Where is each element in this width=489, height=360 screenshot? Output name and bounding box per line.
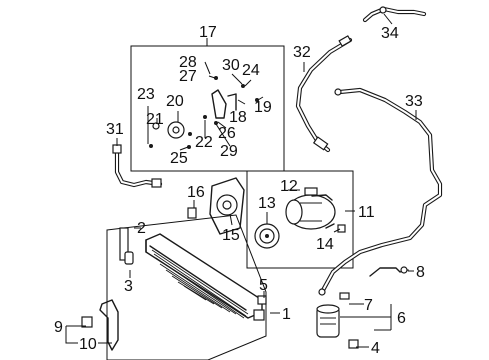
callout-8: 8 <box>416 264 425 281</box>
pipe-31 <box>112 144 163 188</box>
callout-1: 1 <box>282 306 291 323</box>
frame-group-11 <box>246 170 354 269</box>
part-16-clip <box>187 207 197 219</box>
callout-23: 23 <box>137 86 155 103</box>
part-9-10-brackets <box>81 299 119 351</box>
callout-15: 15 <box>222 227 240 244</box>
callout-7: 7 <box>364 297 373 314</box>
callout-31: 31 <box>106 121 124 138</box>
callout-24: 24 <box>242 62 260 79</box>
frame-condenser <box>106 214 267 360</box>
leader-lines <box>65 13 417 348</box>
group-17-parts <box>149 76 259 149</box>
callout-25: 25 <box>170 150 188 167</box>
receiver-drier <box>316 304 340 338</box>
condenser <box>145 233 267 321</box>
callout-11: 11 <box>358 204 375 221</box>
callout-34: 34 <box>381 25 399 42</box>
callout-2: 2 <box>137 220 146 237</box>
pipe-33 <box>318 87 443 296</box>
callout-21: 21 <box>146 111 164 128</box>
part-7-fitting <box>339 292 350 300</box>
clutch-pulley <box>254 223 280 249</box>
callout-3: 3 <box>124 278 133 295</box>
callout-18: 18 <box>229 109 247 126</box>
part-4-plug <box>348 339 359 349</box>
callout-32: 32 <box>293 44 311 61</box>
part-8-bracket <box>369 266 409 277</box>
callout-33: 33 <box>405 93 423 110</box>
callout-12: 12 <box>280 178 298 195</box>
callout-14: 14 <box>316 236 334 253</box>
fan-shroud <box>209 177 245 235</box>
part-2-bracket <box>119 227 129 261</box>
callout-29: 29 <box>220 143 238 160</box>
callout-26: 26 <box>218 125 236 142</box>
callout-17: 17 <box>199 24 217 41</box>
callout-10: 10 <box>79 336 97 353</box>
callout-5: 5 <box>259 277 268 294</box>
callout-19: 19 <box>254 99 272 116</box>
line-34 <box>362 6 427 23</box>
callout-6: 6 <box>397 310 406 327</box>
callout-16: 16 <box>187 184 205 201</box>
callout-30: 30 <box>222 57 240 74</box>
callout-22: 22 <box>195 134 213 151</box>
callout-4: 4 <box>371 340 380 357</box>
callout-20: 20 <box>166 93 184 110</box>
callout-28: 28 <box>179 54 197 71</box>
callout-9: 9 <box>54 319 63 336</box>
callout-27: 27 <box>179 68 197 85</box>
compressor <box>285 187 336 230</box>
part-3-cushion <box>124 251 134 265</box>
hose-32 <box>295 35 353 153</box>
callout-labels: 1 2 3 4 5 6 7 8 9 10 11 12 13 14 15 16 1… <box>54 24 425 357</box>
part-14-bolt <box>337 224 346 233</box>
callout-13: 13 <box>258 195 276 212</box>
